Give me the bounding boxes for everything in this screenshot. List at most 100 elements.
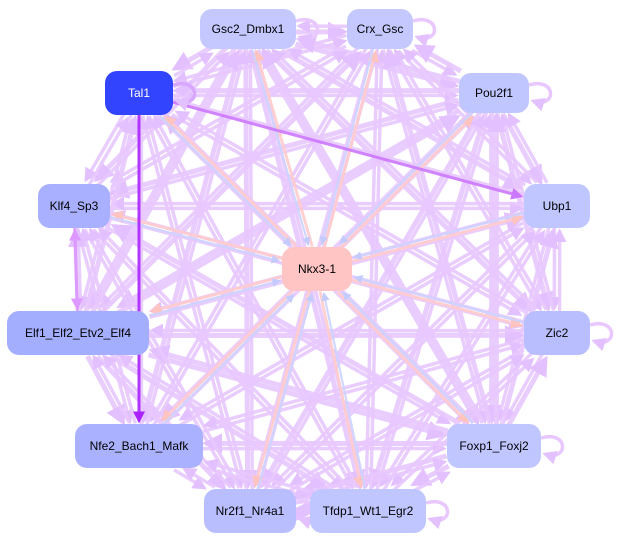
edge-nkx3-to-tal1 bbox=[163, 115, 298, 247]
self-loop-pou2f1 bbox=[528, 81, 553, 112]
node-label: Crx_Gsc bbox=[357, 22, 404, 36]
edge-zic2-to-nkx3 bbox=[353, 275, 525, 324]
edge-elf1-to-nr2f1 bbox=[95, 354, 227, 491]
edge-nr2f1-to-nfe2 bbox=[182, 467, 216, 489]
edge-nkx3-to-elf1 bbox=[149, 275, 282, 315]
node-foxp1[interactable]: Foxp1_Foxj2 bbox=[447, 424, 541, 468]
edge-tfdp1-to-foxp1 bbox=[412, 471, 451, 493]
node-box[interactable] bbox=[7, 311, 149, 355]
edge-tal1-to-zic2 bbox=[171, 113, 523, 316]
node-box[interactable] bbox=[524, 184, 590, 228]
node-nr2f1[interactable]: Nr2f1_Nr4a1 bbox=[204, 489, 296, 533]
node-box[interactable] bbox=[459, 73, 529, 113]
self-loop-crx bbox=[412, 17, 437, 48]
node-label: Nkx3-1 bbox=[298, 262, 336, 276]
edge-tal1-to-nkx3 bbox=[159, 115, 292, 247]
node-label: Zic2 bbox=[546, 326, 569, 340]
edge-nkx3-to-foxp1 bbox=[336, 291, 470, 424]
node-label: Pou2f1 bbox=[475, 86, 513, 100]
edge-tfdp1-to-tal1 bbox=[153, 114, 360, 489]
edge-nr2f1-to-nkx3 bbox=[256, 292, 315, 490]
edge-nfe2-to-ubp1 bbox=[177, 227, 525, 428]
node-box[interactable] bbox=[310, 489, 426, 533]
node-tfdp1[interactable]: Tfdp1_Wt1_Egr2 bbox=[310, 489, 426, 533]
node-label: Tal1 bbox=[128, 86, 150, 100]
self-loops-layer bbox=[172, 17, 614, 530]
node-label: Nr2f1_Nr4a1 bbox=[216, 504, 285, 518]
edges-layer bbox=[67, 19, 567, 522]
edge-klf4-to-tal1 bbox=[87, 116, 129, 186]
node-box[interactable] bbox=[200, 9, 296, 49]
edge-foxp1-to-zic2 bbox=[506, 355, 548, 427]
edge-pou2f1-to-nkx3 bbox=[339, 111, 474, 245]
node-label: Elf1_Elf2_Etv2_Elf4 bbox=[25, 326, 131, 340]
node-zic2[interactable]: Zic2 bbox=[524, 311, 590, 355]
edge-nkx3-to-zic2 bbox=[351, 278, 523, 329]
edge-elf1-to-tal1 bbox=[83, 114, 141, 313]
node-label: Foxp1_Foxj2 bbox=[459, 439, 529, 453]
node-box[interactable] bbox=[347, 9, 413, 49]
edge-tfdp1-to-ubp1 bbox=[382, 229, 546, 492]
edge-tfdp1-to-crx bbox=[369, 49, 389, 490]
node-box[interactable] bbox=[75, 424, 203, 468]
edge-zic2-to-nr2f1 bbox=[288, 348, 524, 486]
edge-elf1-to-pou2f1 bbox=[116, 114, 461, 316]
edge-nkx3-to-klf4 bbox=[111, 211, 283, 260]
edge-nfe2-to-elf1 bbox=[92, 354, 132, 424]
self-loop-tfdp1 bbox=[425, 499, 450, 530]
node-nfe2[interactable]: Nfe2_Bach1_Mafk bbox=[75, 424, 203, 468]
edge-klf4-to-foxp1 bbox=[108, 227, 452, 425]
node-elf1[interactable]: Elf1_Elf2_Etv2_Elf4 bbox=[7, 311, 149, 355]
node-nkx3[interactable]: Nkx3-1 bbox=[282, 247, 352, 291]
node-tal1[interactable]: Tal1 bbox=[105, 71, 173, 115]
edge-nkx3-to-tfdp1 bbox=[318, 291, 365, 489]
edge-highlight-elf1-to-klf4 bbox=[69, 228, 82, 312]
edge-pou2f1-to-crx bbox=[413, 44, 463, 74]
edge-tfdp1-to-elf1 bbox=[118, 354, 335, 489]
edge-elf1-to-foxp1 bbox=[147, 352, 448, 441]
edge-nkx3-to-pou2f1 bbox=[339, 115, 474, 250]
edge-nkx3-to-ubp1 bbox=[352, 213, 524, 263]
node-label: Ubp1 bbox=[543, 199, 572, 213]
self-loop-zic2 bbox=[589, 321, 614, 352]
edge-highlight-tal1-to-ubp1 bbox=[172, 100, 524, 200]
node-box[interactable] bbox=[282, 247, 352, 291]
edge-nkx3-to-nfe2 bbox=[161, 288, 295, 422]
edge-nr2f1-to-klf4 bbox=[89, 227, 241, 489]
edge-foxp1-to-nkx3 bbox=[342, 291, 475, 424]
edge-ubp1-to-pou2f1 bbox=[507, 112, 549, 184]
edge-tal1-to-gsc2 bbox=[173, 52, 214, 78]
edge-gsc2-to-nkx3 bbox=[251, 49, 311, 247]
edge-ubp1-to-nkx3 bbox=[352, 211, 524, 260]
node-box[interactable] bbox=[38, 184, 110, 228]
self-loop-gsc2 bbox=[295, 17, 320, 48]
node-ubp1[interactable]: Ubp1 bbox=[524, 184, 590, 228]
node-gsc2[interactable]: Gsc2_Dmbx1 bbox=[200, 9, 296, 49]
node-box[interactable] bbox=[447, 424, 541, 468]
node-pou2f1[interactable]: Pou2f1 bbox=[459, 73, 529, 113]
edge-ubp1-to-nfe2 bbox=[178, 221, 524, 421]
edge-zic2-to-tal1 bbox=[174, 110, 526, 314]
edge-nkx3-to-nr2f1 bbox=[252, 290, 311, 488]
node-box[interactable] bbox=[524, 311, 590, 355]
edge-nfe2-to-nkx3 bbox=[161, 293, 295, 426]
node-label: Tfdp1_Wt1_Egr2 bbox=[323, 504, 414, 518]
node-crx[interactable]: Crx_Gsc bbox=[347, 9, 413, 49]
node-label: Gsc2_Dmbx1 bbox=[212, 22, 285, 36]
self-loop-tal1 bbox=[172, 81, 197, 112]
edge-nkx3-to-gsc2 bbox=[253, 49, 314, 247]
self-loop-foxp1 bbox=[540, 434, 565, 465]
edge-elf1-to-nkx3 bbox=[149, 278, 282, 317]
edge-nr2f1-to-ubp1 bbox=[272, 230, 536, 492]
edge-elf1-to-klf4 bbox=[67, 226, 88, 312]
edge-tfdp1-to-nkx3 bbox=[321, 291, 367, 489]
node-label: Nfe2_Bach1_Mafk bbox=[90, 439, 190, 453]
node-klf4[interactable]: Klf4_Sp3 bbox=[38, 184, 110, 228]
node-box[interactable] bbox=[105, 71, 173, 115]
node-box[interactable] bbox=[204, 489, 296, 533]
edge-foxp1-to-klf4 bbox=[110, 223, 459, 425]
edge-nfe2-to-zic2 bbox=[203, 341, 525, 433]
edge-nr2f1-to-gsc2 bbox=[243, 49, 258, 489]
